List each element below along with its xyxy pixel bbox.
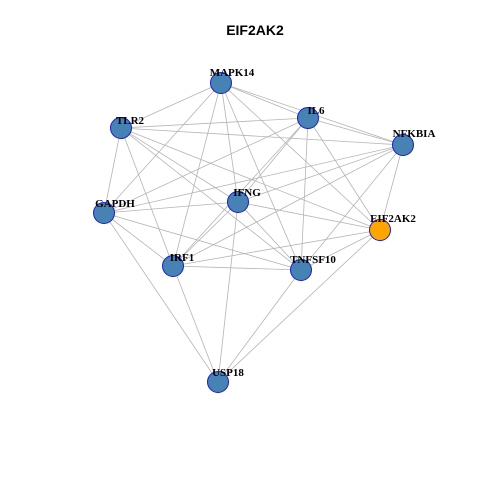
edge-nfkbia-tnfsf10	[300, 144, 404, 271]
edge-ifng-tnfsf10	[237, 201, 302, 271]
edge-tlr2-nfkbia	[120, 127, 404, 146]
node-usp18	[207, 371, 229, 393]
edge-il6-eif2ak2	[307, 117, 381, 231]
edge-ifng-usp18	[217, 201, 239, 383]
edge-ifng-irf1	[172, 201, 239, 267]
edge-gapdh-usp18	[103, 212, 219, 383]
edge-mapk14-tlr2	[120, 82, 222, 129]
edge-tlr2-il6	[120, 117, 309, 129]
edge-ifng-eif2ak2	[237, 201, 381, 231]
edge-irf1-tnfsf10	[172, 265, 302, 271]
edge-eif2ak2-irf1	[172, 229, 381, 267]
edge-irf1-usp18	[172, 265, 219, 383]
edge-mapk14-gapdh	[103, 82, 222, 214]
edge-nfkbia-irf1	[172, 144, 404, 267]
edge-ifng-gapdh	[103, 201, 239, 214]
edge-il6-ifng	[237, 117, 309, 203]
edge-tlr2-irf1	[120, 127, 174, 267]
node-eif2ak2	[369, 219, 391, 241]
node-layer	[93, 72, 414, 393]
edge-eif2ak2-tnfsf10	[300, 229, 381, 271]
edge-tlr2-eif2ak2	[120, 127, 381, 231]
node-label-irf1: IRF1	[170, 252, 194, 264]
edge-tnfsf10-usp18	[217, 269, 302, 383]
node-label-tnfsf10: TNFSF10	[290, 254, 336, 266]
node-label-mapk14: MAPK14	[210, 67, 255, 79]
node-mapk14	[210, 72, 232, 94]
edge-tlr2-ifng	[120, 127, 239, 203]
node-label-nfkbia: NFKBIA	[393, 128, 436, 140]
node-label-tlr2: TLR2	[116, 115, 145, 127]
edge-layer	[103, 82, 404, 383]
node-irf1	[162, 255, 184, 277]
edge-tlr2-gapdh	[103, 127, 122, 214]
node-il6	[297, 107, 319, 129]
node-label-usp18: USP18	[212, 367, 244, 379]
edge-il6-tnfsf10	[300, 117, 309, 271]
edge-nfkbia-gapdh	[103, 144, 404, 214]
edge-tlr2-tnfsf10	[120, 127, 302, 271]
edge-gapdh-tnfsf10	[103, 212, 302, 271]
edge-gapdh-irf1	[103, 212, 174, 267]
edge-eif2ak2-usp18	[217, 229, 381, 383]
node-nfkbia	[392, 134, 414, 156]
edge-mapk14-il6	[220, 82, 309, 119]
node-label-eif2ak2: EIF2AK2	[370, 213, 416, 225]
node-label-ifng: IFNG	[233, 187, 261, 199]
edge-nfkbia-eif2ak2	[379, 144, 404, 231]
node-label-gapdh: GAPDH	[95, 198, 135, 210]
node-ifng	[227, 191, 249, 213]
edge-mapk14-ifng	[220, 82, 239, 203]
node-label-il6: IL6	[307, 105, 325, 117]
chart-title: EIF2AK2	[226, 22, 284, 38]
edge-mapk14-tnfsf10	[220, 82, 302, 271]
node-tlr2	[110, 117, 132, 139]
node-gapdh	[93, 202, 115, 224]
node-tnfsf10	[290, 259, 312, 281]
edge-nfkbia-ifng	[237, 144, 404, 203]
edge-il6-gapdh	[103, 117, 309, 214]
edge-il6-nfkbia	[307, 117, 404, 146]
